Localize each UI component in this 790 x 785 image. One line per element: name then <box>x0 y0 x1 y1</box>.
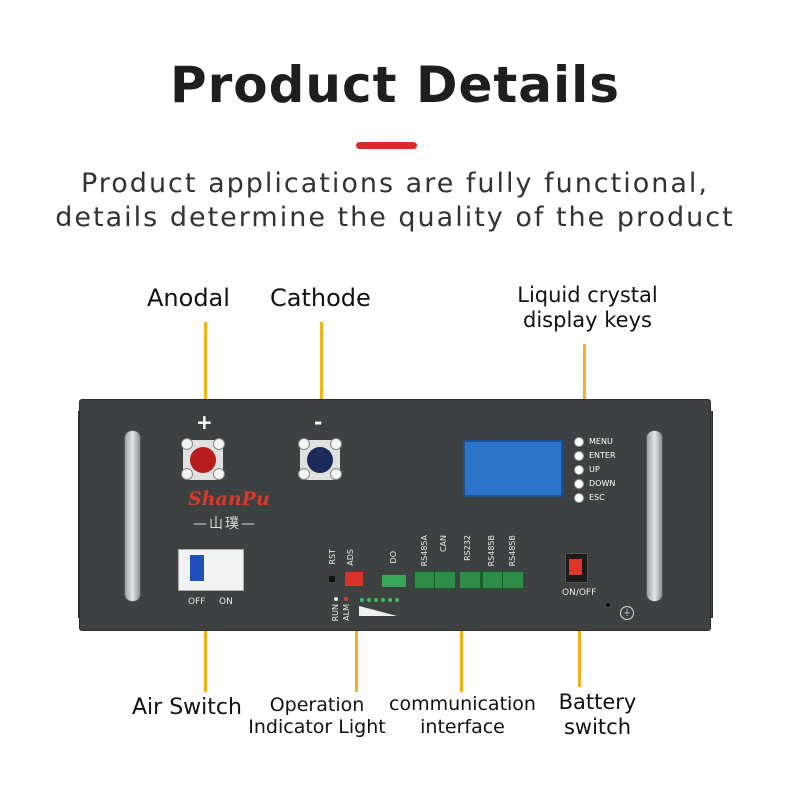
enter-key[interactable] <box>574 451 584 461</box>
comm-label-line-2: interface <box>420 716 505 738</box>
ads-label: ADS <box>346 549 355 566</box>
terminal-bolt <box>330 438 342 450</box>
lcd-display <box>463 440 563 497</box>
comm-pointer-line <box>460 592 463 692</box>
rs485b-port-2[interactable] <box>502 571 524 589</box>
alm-led <box>344 597 348 601</box>
rst-label: RST <box>328 549 337 565</box>
address-dip-switch[interactable] <box>345 572 363 586</box>
breaker-on-label: ON <box>219 597 233 607</box>
soc-led <box>395 598 399 602</box>
lcd-keys-pointer-line <box>583 344 586 440</box>
indicator-label-line-2: Indicator Light <box>248 716 386 738</box>
battery-switch-pointer-line <box>578 602 581 687</box>
indicator-dot <box>606 603 610 607</box>
esc-key-label: ESC <box>589 493 605 502</box>
down-key-label: DOWN <box>589 479 616 488</box>
terminal-bolt <box>181 438 193 450</box>
soc-led <box>381 598 385 602</box>
battery-switch-label: Battery switch <box>545 690 650 740</box>
battery-front-panel <box>79 399 711 631</box>
lcd-keys-label-line-1: Liquid crystal <box>517 283 658 307</box>
lcd-keys-label-line-2: display keys <box>523 308 652 332</box>
battery-switch-label-line-2: switch <box>563 715 632 739</box>
rs485b-port-1[interactable] <box>482 571 504 589</box>
air-switch-pointer-line <box>204 602 207 692</box>
brand-logo: ShanPu <box>188 488 270 510</box>
down-key[interactable] <box>574 479 584 489</box>
up-key-label: UP <box>589 465 600 474</box>
soc-led <box>388 598 392 602</box>
run-label: RUN <box>331 604 340 622</box>
lcd-keys-label: Liquid crystal display keys <box>505 283 670 333</box>
soc-led <box>367 598 371 602</box>
left-handle <box>124 430 141 602</box>
air-switch-breaker[interactable] <box>178 549 244 591</box>
soc-led <box>374 598 378 602</box>
rs485a-port[interactable] <box>414 571 436 589</box>
cathode-label: Cathode <box>270 284 371 312</box>
title-underline <box>356 142 417 149</box>
comm-label-line-1: communication <box>389 693 536 715</box>
port-label-rs232: RS232 <box>463 535 472 561</box>
dry-contact-terminal <box>382 575 406 587</box>
terminal-bolt <box>298 468 310 480</box>
menu-key-label: MENU <box>589 437 613 446</box>
terminal-bolt <box>181 468 193 480</box>
reset-button[interactable] <box>329 576 335 582</box>
esc-key[interactable] <box>574 493 584 503</box>
subtitle-line-2: details determine the quality of the pro… <box>55 202 735 233</box>
terminal-bolt <box>213 438 225 450</box>
brand-logo-cn: —山璞— <box>193 516 257 532</box>
soc-level-indicator <box>359 606 397 616</box>
indicator-label-line-1: Operation <box>269 694 365 716</box>
rs232-port[interactable] <box>459 571 481 589</box>
menu-key[interactable] <box>574 437 584 447</box>
terminal-bolt <box>213 468 225 480</box>
air-switch-label: Air Switch <box>132 695 242 720</box>
indicator-pointer-line <box>355 602 358 692</box>
page-title: Product Details <box>169 56 621 114</box>
up-key[interactable] <box>574 465 584 475</box>
do-label: DO <box>389 551 398 564</box>
can-port[interactable] <box>434 571 456 589</box>
terminal-bolt <box>298 438 310 450</box>
indicator-label: Operation Indicator Light <box>247 694 387 738</box>
terminal-bolt <box>330 468 342 480</box>
alm-label: ALM <box>342 604 351 621</box>
breaker-toggle[interactable] <box>190 555 204 581</box>
enter-key-label: ENTER <box>589 451 616 460</box>
port-label-can: CAN <box>439 535 448 553</box>
subtitle-line-1: Product applications are fully functiona… <box>80 168 710 199</box>
port-label-rs485a: RS485A <box>420 535 429 567</box>
on-off-label: ON/OFF <box>562 588 597 598</box>
comm-label: communication interface <box>385 693 540 739</box>
positive-terminal-core <box>190 447 216 473</box>
anodal-label: Anodal <box>147 284 230 312</box>
plus-sign: + <box>196 410 213 434</box>
soc-led <box>360 598 364 602</box>
battery-switch-label-line-1: Battery <box>558 690 637 714</box>
negative-terminal-core <box>307 447 333 473</box>
port-label-rs485b-1: RS485B <box>487 535 496 567</box>
right-handle <box>646 430 663 602</box>
minus-sign: - <box>314 410 323 434</box>
cathode-pointer-line <box>320 322 323 414</box>
port-label-rs485b-2: RS485B <box>508 535 517 567</box>
anodal-pointer-line <box>204 322 207 414</box>
battery-switch-rocker[interactable] <box>569 559 582 575</box>
run-led <box>334 597 338 601</box>
breaker-off-label: OFF <box>188 597 206 607</box>
ground-icon: ⏚ <box>620 606 634 620</box>
